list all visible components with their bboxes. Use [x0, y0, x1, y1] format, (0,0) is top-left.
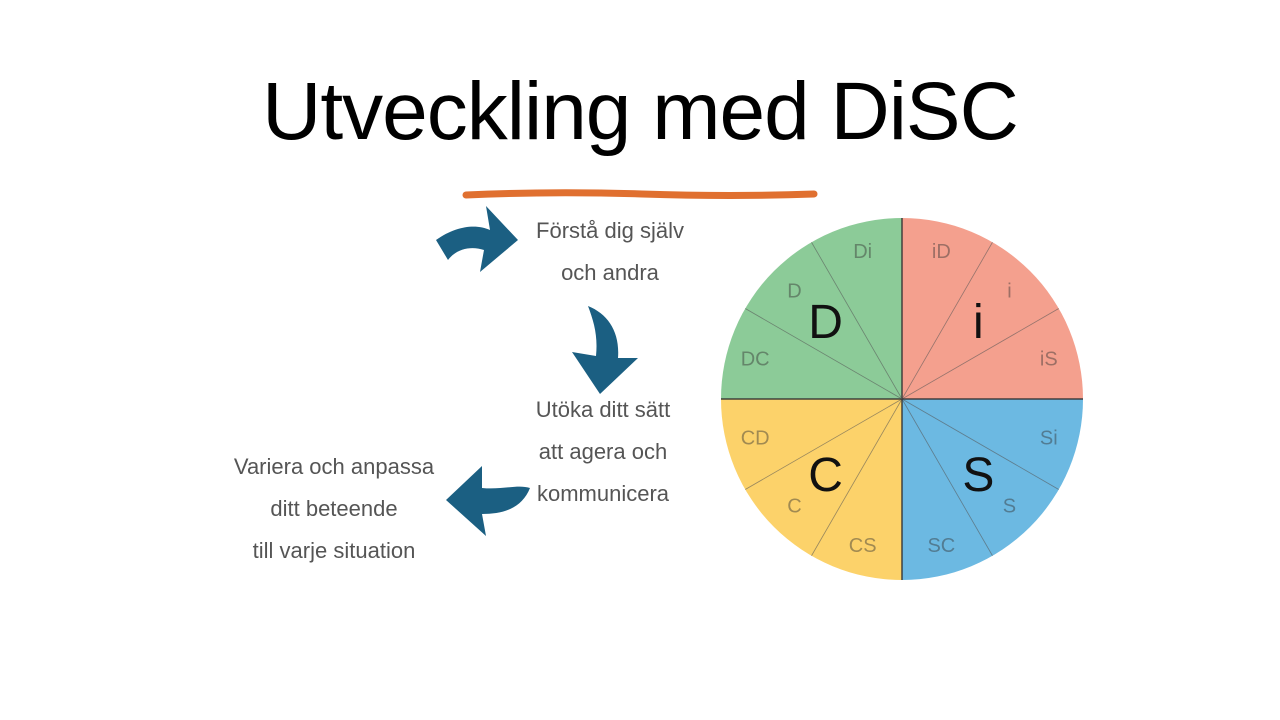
step-3-line-2: ditt beteende — [270, 496, 398, 521]
segment-label-SC: SC — [927, 535, 955, 557]
wheel-divider — [901, 398, 1059, 490]
quadrant-label-C: C — [808, 449, 843, 502]
quadrant-label-S: S — [962, 449, 994, 502]
segment-label-iD: iD — [932, 241, 951, 263]
wheel-divider — [811, 398, 903, 556]
segment-label-iS: iS — [1040, 349, 1058, 371]
step-1-text: Förstå dig själv och andra — [510, 210, 710, 294]
step-2-line-3: kommunicera — [536, 481, 670, 506]
quadrant-label-i: i — [973, 296, 984, 349]
segment-label-CD: CD — [741, 427, 770, 449]
step-2-text: Utöka ditt sätt att agera och kommunicer… — [503, 389, 703, 515]
quadrant-S — [902, 399, 1083, 580]
step-3-line-1: Variera och anpassa — [233, 454, 435, 479]
segment-label-S: S — [1003, 495, 1016, 517]
step-2-line-1: Utöka ditt sätt — [535, 397, 671, 422]
wheel-divider — [745, 308, 903, 400]
segment-label-Di: Di — [853, 241, 872, 263]
title-underline — [462, 189, 818, 199]
wheel-divider — [901, 242, 993, 400]
segment-label-DC: DC — [741, 349, 770, 371]
wheel-divider — [811, 242, 903, 400]
curved-arrow-left-icon — [446, 466, 530, 536]
curved-arrow-down-icon — [572, 306, 638, 394]
quadrant-i — [902, 218, 1083, 399]
segment-label-C: C — [787, 495, 801, 517]
segment-label-i: i — [1007, 281, 1011, 303]
step-3-text: Variera och anpassa ditt beteende till v… — [204, 446, 464, 572]
segment-label-CS: CS — [849, 535, 877, 557]
wheel-divider — [901, 308, 1059, 400]
segment-label-D: D — [787, 281, 801, 303]
wheel-divider — [901, 398, 993, 556]
step-1-line-2: och andra — [561, 260, 659, 285]
quadrant-D — [721, 218, 902, 399]
slide-title: Utveckling med DiSC — [262, 66, 1019, 157]
step-2-line-2: att agera och — [538, 439, 668, 464]
wheel-divider — [745, 398, 903, 490]
quadrant-C — [721, 399, 902, 580]
step-1-line-1: Förstå dig själv — [536, 218, 684, 243]
segment-label-Si: Si — [1040, 427, 1058, 449]
step-3-line-3: till varje situation — [252, 538, 416, 563]
quadrant-label-D: D — [808, 296, 843, 349]
curved-arrow-right-icon — [436, 206, 518, 272]
